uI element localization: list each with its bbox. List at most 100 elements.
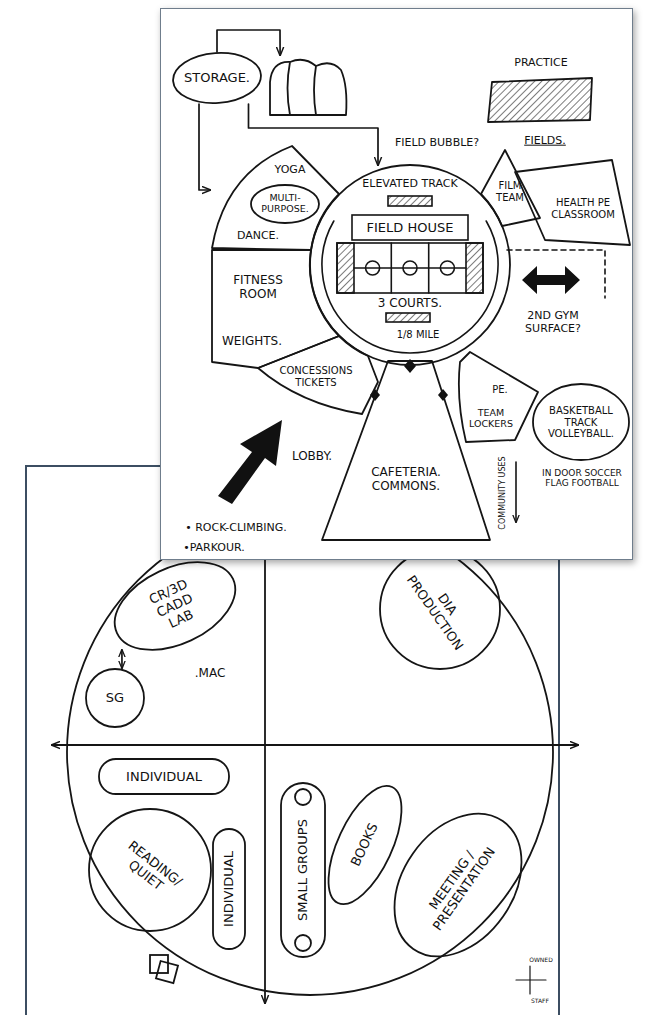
text-frame: STAFF	[525, 998, 555, 1005]
text-frame: READING/ QUIET	[108, 832, 193, 907]
dashed-outline	[507, 250, 605, 298]
storage-oval: STORAGE.	[172, 52, 262, 104]
text-frame: IN DOOR SOCCER FLAG FOOTBALL	[537, 468, 627, 489]
node-label: BASKETBALL TRACK VOLLEYBALL.	[548, 405, 614, 439]
zone-bubble: BOOKS	[328, 786, 402, 904]
node-label: WEIGHTS.	[222, 334, 282, 348]
symbols	[218, 266, 580, 504]
text-frame: PRACTICE	[491, 57, 591, 70]
room-wedge: YOGADANCE.MULTI- PURPOSE.	[210, 144, 342, 252]
note-label: IN DOOR SOCCER FLAG FOOTBALL	[542, 468, 622, 488]
outline-stroke	[258, 336, 378, 414]
outline-stroke	[212, 146, 339, 250]
text-frame: HEALTH PE CLASSROOM	[543, 197, 623, 220]
node-label: BOOKS	[348, 821, 381, 869]
key-label: OWNED	[529, 956, 553, 963]
outline-stroke	[533, 384, 629, 460]
note-label: •PARKOUR.	[183, 541, 245, 554]
node-label: 2ND GYM SURFACE?	[525, 309, 581, 335]
text-frame: OWNED	[526, 957, 556, 964]
zone-bubble: DIA PRODUCTION	[378, 548, 502, 670]
field-plot: PRACTICE FIELDS.	[486, 50, 600, 152]
compass-line	[516, 979, 546, 980]
group-loop	[295, 935, 311, 951]
library-outline	[67, 509, 553, 995]
bleacher	[466, 243, 483, 293]
node-label: MEETING / PRESENTATION	[426, 844, 498, 933]
uses-cloud: BASKETBALL TRACK VOLLEYBALL.	[532, 383, 630, 461]
axis-arrow	[264, 500, 266, 1003]
text-frame: •PARKOUR.	[174, 542, 254, 555]
node-label: FIELDS.	[524, 134, 566, 147]
room-oval: MULTI- PURPOSE.	[251, 184, 319, 224]
outline-stroke	[322, 361, 490, 540]
outline-stroke	[86, 669, 144, 727]
note-label: • ROCK-CLIMBING.	[185, 521, 287, 534]
node-label: INDIVIDUAL	[221, 851, 236, 927]
node-label: FITNESS ROOM	[233, 273, 283, 301]
text-frame: FIELDS.	[510, 135, 580, 148]
room-wedge: TEAM LOCKERS PE.	[456, 345, 540, 443]
outline-stroke	[515, 160, 630, 245]
group-loop	[295, 789, 311, 805]
text-frame: ELEVATED TRACK	[348, 178, 472, 191]
outline-stroke	[459, 352, 538, 442]
outline-stroke	[368, 790, 548, 981]
seating-bar	[386, 313, 430, 322]
zone-blob: INDIVIDUAL	[98, 758, 230, 795]
text-frame: 2ND GYM SURFACE?	[499, 310, 607, 335]
node-label: PE.	[492, 384, 508, 395]
court-circle	[440, 261, 454, 275]
outline-stroke	[481, 150, 540, 226]
zone-bubble: READING/ QUIET	[88, 808, 212, 932]
node-label: 1/8 MILE	[397, 329, 440, 340]
node-label: SG	[106, 690, 124, 705]
connector-arrow	[249, 104, 379, 165]
zone-lines	[52, 500, 578, 1003]
text-frame: LOBBY.	[277, 450, 347, 464]
front-sheet: STORAGE. FIELD BUBBLE? PRACTICE FIELDS. ELEV…	[160, 8, 633, 560]
zone-capsule: INDIVIDUAL	[212, 828, 246, 950]
text-frame: WEIGHTS.	[210, 335, 294, 349]
text-frame: PE.	[485, 384, 515, 396]
area-label: .MAC	[195, 666, 226, 680]
outline-stroke	[380, 549, 500, 669]
zone-bubble: CR/3D CADD LAB	[108, 562, 242, 650]
outline-stroke	[281, 783, 325, 957]
node-label: DIA PRODUCTION	[403, 573, 465, 653]
court-circle	[403, 261, 417, 275]
node-label: INDIVIDUAL	[126, 769, 202, 784]
room-wedge: FILM TEAM	[478, 148, 542, 230]
outline-stroke	[310, 165, 510, 365]
room-wedge: HEALTH PE CLASSROOM	[512, 156, 632, 248]
node-label: 3 COURTS.	[378, 296, 442, 310]
node-label: CONCESSIONS TICKETS	[280, 365, 353, 388]
side-label: COMMUNITY USES	[498, 456, 507, 529]
node-label: CR/3D CADD LAB	[147, 576, 196, 631]
gym-area: 2ND GYM SURFACE?	[497, 300, 608, 348]
list-arrow	[515, 462, 517, 522]
connector-arrow	[199, 104, 210, 190]
room-wedge: CONCESSIONS TICKETS	[256, 334, 380, 416]
court-circle	[366, 261, 380, 275]
text-frame: CR/3D CADD LAB	[138, 573, 211, 639]
node-label: PRACTICE	[514, 56, 567, 69]
text-frame: STORAGE.	[177, 71, 257, 86]
axis-arrow	[52, 744, 578, 746]
text-frame: TEAM LOCKERS	[464, 408, 518, 430]
outline-stroke	[89, 809, 211, 931]
text-frame: MULTI- PURPOSE.	[255, 193, 315, 215]
court-outline	[337, 243, 483, 293]
outline-stroke	[101, 545, 249, 668]
outline-stroke	[313, 776, 416, 915]
connector-arrow	[121, 650, 123, 668]
text-frame: YOGA	[268, 164, 312, 177]
text-frame: FIELD BUBBLE?	[382, 137, 492, 150]
outline-stroke	[171, 50, 262, 106]
text-frame: FIELD HOUSE	[355, 221, 465, 236]
text-frame: CAFETERIA. COMMONS.	[351, 466, 461, 494]
node-label: READING/ QUIET	[125, 838, 185, 894]
node-label: FIELD HOUSE	[367, 220, 454, 235]
text-frame: FITNESS ROOM	[216, 274, 300, 302]
text-frame: • ROCK-CLIMBING.	[176, 522, 296, 535]
